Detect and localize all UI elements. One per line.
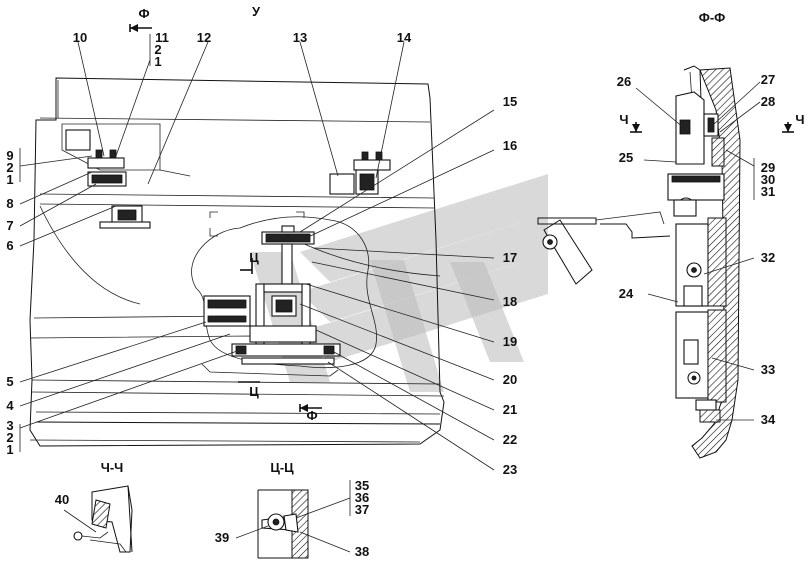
callout-24: 24 xyxy=(619,286,634,301)
callout-11: 11 xyxy=(155,30,169,45)
callout-38: 38 xyxy=(355,544,369,559)
callout-22: 22 xyxy=(503,432,517,447)
callout-5: 5 xyxy=(6,374,13,389)
callout-4: 4 xyxy=(6,398,14,413)
callout-3: 3 xyxy=(6,418,13,433)
callout-2-top: 2 xyxy=(154,42,161,57)
watermark-logo xyxy=(250,174,548,392)
callout-19: 19 xyxy=(503,334,517,349)
section-mark-ts-top: Ц xyxy=(249,250,259,265)
callout-1-bottom: 1 xyxy=(6,442,13,457)
callout-35: 35 xyxy=(355,478,369,493)
view-title-main: У xyxy=(252,4,261,19)
callout-15: 15 xyxy=(503,94,517,109)
section-mark-f-top: Ф xyxy=(138,6,149,21)
callout-26: 26 xyxy=(617,74,631,89)
callout-33: 33 xyxy=(761,362,775,377)
section-mark-f-bottom: Ф xyxy=(306,408,317,423)
section-ts-view xyxy=(235,480,351,559)
callout-8: 8 xyxy=(6,196,13,211)
callout-21: 21 xyxy=(503,402,517,417)
callout-27: 27 xyxy=(761,72,775,87)
main-view xyxy=(29,24,445,447)
callout-39: 39 xyxy=(215,530,229,545)
callout-1-top: 1 xyxy=(154,54,161,69)
view-title-section-f: Ф-Ф xyxy=(699,10,726,25)
callout-18: 18 xyxy=(503,294,517,309)
callout-14: 14 xyxy=(397,30,412,45)
section-mark-ts-bottom: Ц xyxy=(249,384,259,399)
callout-1-left: 1 xyxy=(6,172,13,187)
callout-36: 36 xyxy=(355,490,369,505)
callout-23: 23 xyxy=(503,462,517,477)
callout-17: 17 xyxy=(503,250,517,265)
main-leaders xyxy=(19,34,495,471)
section-f-view xyxy=(537,65,794,459)
callout-32: 32 xyxy=(761,250,775,265)
section-ch-view xyxy=(63,485,133,553)
callout-2-left: 2 xyxy=(6,160,13,175)
callout-6: 6 xyxy=(6,238,13,253)
callout-9: 9 xyxy=(6,148,13,163)
callout-25: 25 xyxy=(619,150,633,165)
callout-10: 10 xyxy=(73,30,87,45)
callout-30: 30 xyxy=(761,172,775,187)
section-mark-ch-right: Ч xyxy=(795,112,804,127)
callout-29: 29 xyxy=(761,160,775,175)
callout-16: 16 xyxy=(503,138,517,153)
callout-20: 20 xyxy=(503,372,517,387)
callout-13: 13 xyxy=(293,30,307,45)
callout-40: 40 xyxy=(55,492,69,507)
callout-2-bottom: 2 xyxy=(6,430,13,445)
callout-28: 28 xyxy=(761,94,775,109)
section-mark-ch-left: Ч xyxy=(619,112,628,127)
callout-34: 34 xyxy=(761,412,776,427)
callout-37: 37 xyxy=(355,502,369,517)
view-title-section-ts: Ц-Ц xyxy=(270,460,294,475)
callout-31: 31 xyxy=(761,184,775,199)
callout-7: 7 xyxy=(6,218,13,233)
callout-12: 12 xyxy=(197,30,211,45)
section-f-leaders xyxy=(635,81,761,421)
view-title-section-ch: Ч-Ч xyxy=(101,460,124,475)
